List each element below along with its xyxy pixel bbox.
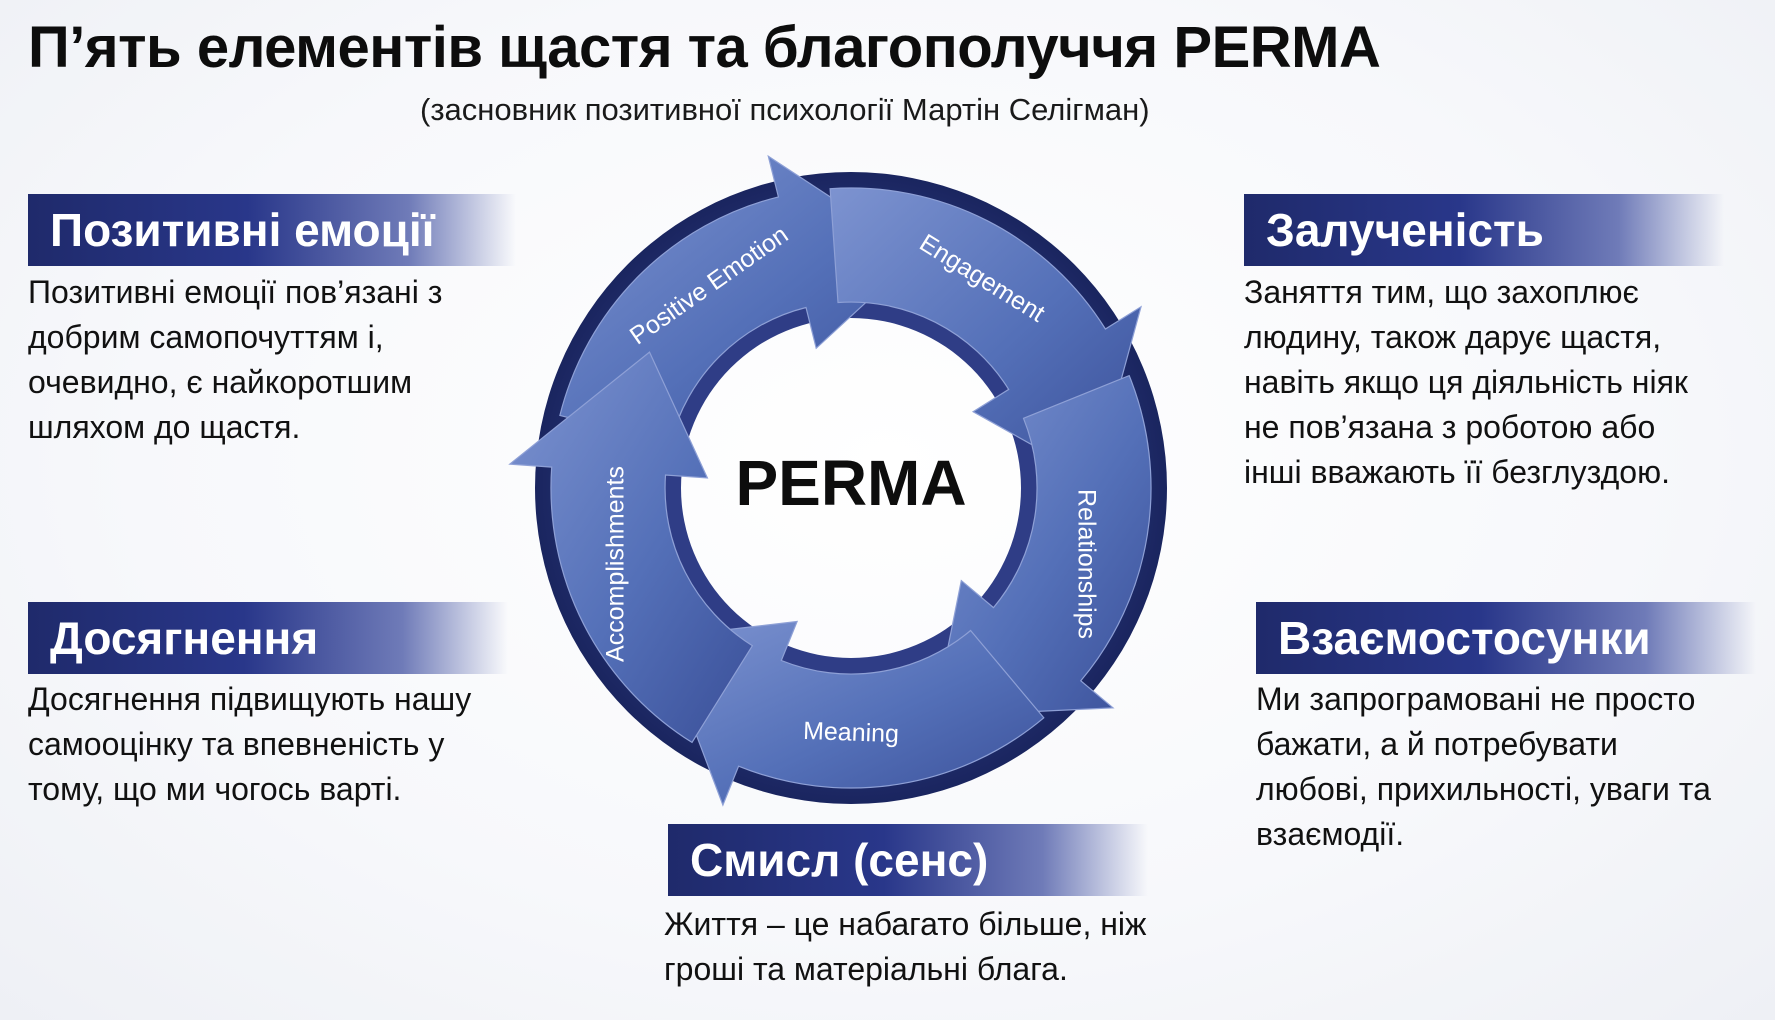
page-title: П’ять елементів щастя та благополуччя PE… xyxy=(28,15,1381,80)
engagement-heading: Залученість xyxy=(1244,194,1724,266)
perma-arrows xyxy=(508,154,1152,807)
segment-label-meaning: Meaning xyxy=(803,717,900,748)
positive-emotions-description: Позитивні емоції пов’язані з добрим само… xyxy=(28,270,528,450)
desc-line: бажати, а й потребувати xyxy=(1256,726,1618,762)
desc-line: взаємодії. xyxy=(1256,816,1405,852)
desc-line: людину, також дарує щастя, xyxy=(1244,319,1662,355)
desc-line: Ми запрограмовані не просто xyxy=(1256,681,1696,717)
page-subtitle: (засновник позитивної психології Мартін … xyxy=(420,92,1150,127)
accomplishments-arrow xyxy=(508,351,754,744)
desc-line: тому, що ми чогось варті. xyxy=(28,771,402,807)
desc-line: Заняття тим, що захоплює xyxy=(1244,274,1639,310)
engagement-description: Заняття тим, що захоплює людину, також д… xyxy=(1244,270,1759,495)
relationships-heading: Взаємостосунки xyxy=(1256,602,1756,674)
desc-line: не пов’язана з роботою або xyxy=(1244,409,1656,445)
desc-line: Позитивні емоції пов’язані з xyxy=(28,274,443,310)
segment-label-accomplishments: Accomplishments xyxy=(602,466,630,662)
desc-line: Досягнення підвищують нашу xyxy=(28,681,472,717)
desc-line: гроші та матеріальні блага. xyxy=(664,951,1068,987)
desc-line: очевидно, є найкоротшим xyxy=(28,364,413,400)
relationships-arrow xyxy=(933,374,1152,717)
accomplishments-heading: Досягнення xyxy=(28,602,508,674)
relationships-description: Ми запрограмовані не просто бажати, а й … xyxy=(1256,677,1761,857)
desc-line: любові, прихильності, уваги та xyxy=(1256,771,1711,807)
meaning-description: Життя – це набагато більше, ніж гроші та… xyxy=(664,902,1184,992)
accomplishments-description: Досягнення підвищують нашу самооцінку та… xyxy=(28,677,533,812)
positive-emotions-heading: Позитивні емоції xyxy=(28,194,516,266)
desc-line: добрим самопочуттям і, xyxy=(28,319,384,355)
segment-label-relationships: Relationships xyxy=(1072,489,1100,639)
perma-center-label: PERMA xyxy=(735,447,966,519)
desc-line: самооцінку та впевненість у xyxy=(28,726,445,762)
desc-line: шляхом до щастя. xyxy=(28,409,301,445)
meaning-heading: Смисл (сенс) xyxy=(668,824,1148,896)
desc-line: інші вважають її безглуздою. xyxy=(1244,454,1670,490)
meaning-arrow xyxy=(658,620,1045,807)
desc-line: навіть якщо ця діяльність ніяк xyxy=(1244,364,1688,400)
desc-line: Життя – це набагато більше, ніж xyxy=(664,906,1147,942)
